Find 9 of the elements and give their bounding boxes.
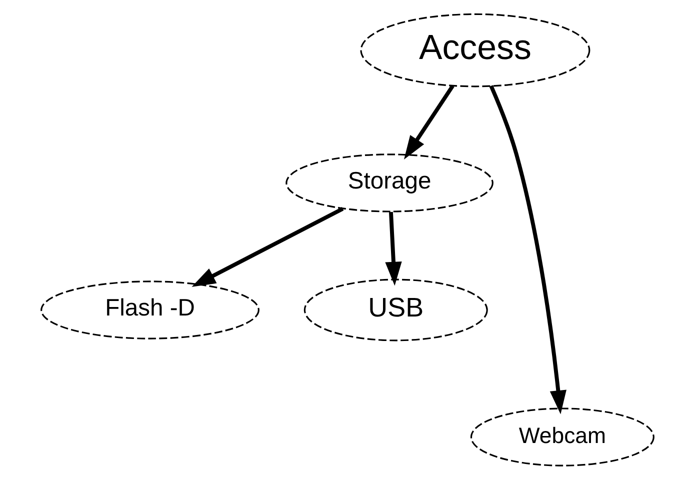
node-ellipse: Webcam bbox=[470, 408, 654, 466]
arrow bbox=[488, 85, 566, 414]
node-ellipse: Access bbox=[360, 13, 590, 88]
arrow bbox=[191, 206, 344, 287]
arrow bbox=[404, 84, 454, 160]
arrow bbox=[384, 212, 402, 286]
node-ellipse: Flash -D bbox=[40, 280, 259, 340]
node-ellipse: Storage bbox=[285, 154, 493, 212]
node-ellipse: USB bbox=[303, 278, 488, 342]
